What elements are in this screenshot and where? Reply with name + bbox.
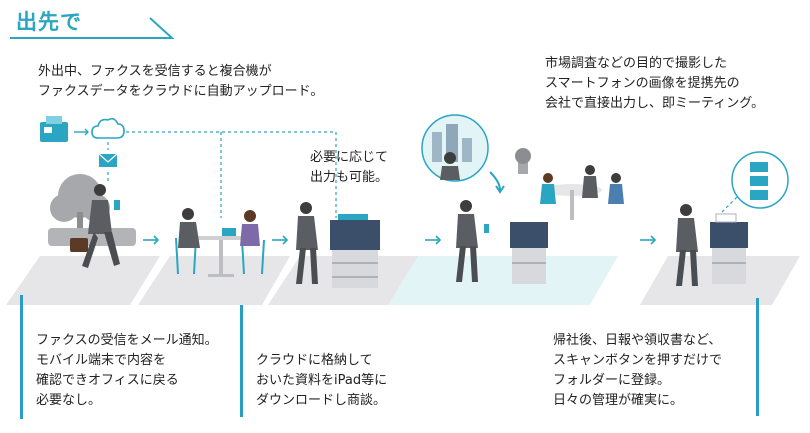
cloud-icon xyxy=(91,117,125,139)
caption-smartphone: 市場調査などの目的で撮影した スマートフォンの画像を提携先の 会社で直接出力し、… xyxy=(545,56,765,111)
document-folder-icon xyxy=(731,151,789,209)
fax-machine-icon xyxy=(40,116,68,142)
printer-icon xyxy=(710,213,748,284)
caption-line xyxy=(20,295,23,419)
flow-arrow xyxy=(272,235,289,245)
printer-icon xyxy=(510,222,548,284)
flow-arrow xyxy=(143,235,160,245)
platform-2 xyxy=(138,256,290,305)
caption-mail-notice: ファクスの受信をメール通知。 モバイル端末で内容を 確認できオフィスに戻る 必要… xyxy=(36,333,218,408)
caption-line xyxy=(240,305,243,417)
scanning-user xyxy=(676,204,698,286)
share-arrow xyxy=(489,171,501,191)
platform-1 xyxy=(6,256,160,305)
flow-arrow xyxy=(425,235,442,245)
platform-4 xyxy=(388,256,618,305)
meeting-table xyxy=(515,148,624,220)
mail-icon xyxy=(98,153,118,167)
heading-underline xyxy=(10,17,175,39)
caption-scan-return: 帰社後、日報や領収書など、 スキャンボタンを押すだけで フォルダーに登録。 日々… xyxy=(553,333,723,408)
phone-user xyxy=(456,200,489,282)
walking-businessman xyxy=(70,184,120,268)
flow-arrow xyxy=(640,235,657,245)
printer-icon xyxy=(330,214,380,288)
caption-cloud-docs: クラウドに格納して おいた資料をiPad等に ダウンロードし商談。 xyxy=(256,353,388,408)
caption-fax-forward: 外出中、ファクスを受信すると複合機が ファクスデータをクラウドに自動アップロード… xyxy=(38,64,324,99)
section-heading: 出先で xyxy=(16,10,82,34)
meeting-scene xyxy=(175,208,265,277)
building-icon xyxy=(421,114,489,182)
caption-print-out: 必要に応じて 出力も可能。 xyxy=(310,150,389,185)
caption-line xyxy=(756,298,759,416)
printer-scene xyxy=(296,202,380,288)
